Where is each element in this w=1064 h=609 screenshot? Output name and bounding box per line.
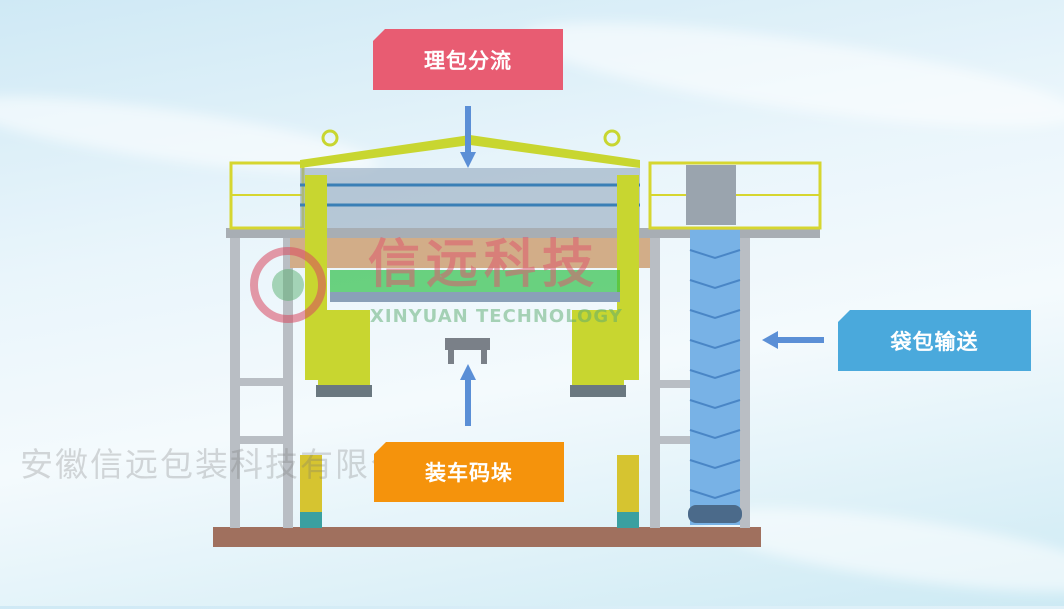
right-post	[650, 230, 660, 528]
logo-chinese-text: 信远科技	[368, 235, 601, 295]
left-arrow-icon	[762, 331, 824, 349]
company-watermark: 安徽信远包装科技有限公司	[20, 445, 440, 484]
upper-deck	[226, 228, 820, 238]
up-arrow-icon	[460, 364, 476, 426]
floor-base	[213, 527, 761, 547]
callout-truck-loading-stacking: 装车码垛	[374, 442, 564, 502]
callout-bag-sorting: 理包分流	[373, 29, 563, 90]
callout-bag-conveying: 袋包输送	[838, 310, 1031, 371]
callout-bag-conveying-label: 袋包输送	[890, 329, 979, 354]
down-arrow-icon	[460, 106, 476, 168]
callout-bag-sorting-label: 理包分流	[424, 48, 512, 73]
right-post-outer	[740, 230, 750, 528]
callout-truck-loading-stacking-label: 装车码垛	[425, 461, 513, 485]
logo-english-text: XINYUAN TECHNOLOGY	[370, 306, 623, 327]
